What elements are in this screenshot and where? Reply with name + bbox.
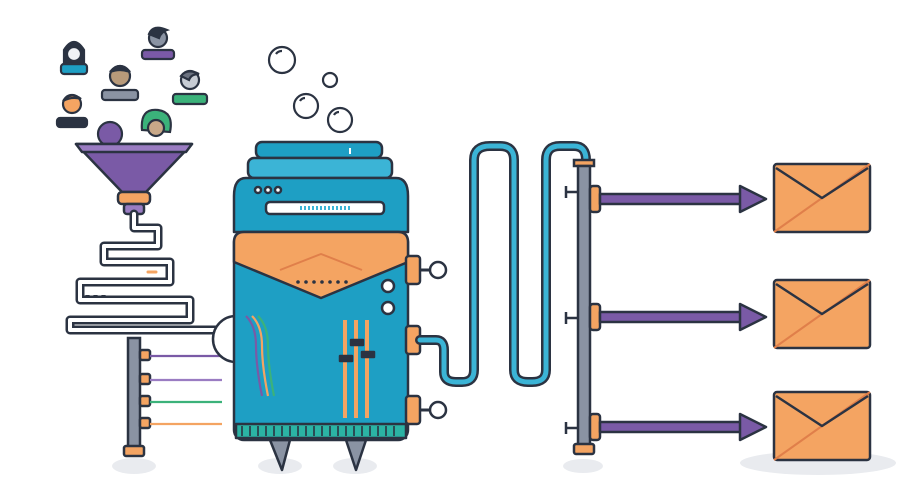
- bubble-icon: [267, 45, 297, 75]
- arrows: [588, 184, 768, 442]
- envelope-icon: [772, 278, 872, 350]
- pipe-icon: [65, 209, 227, 335]
- person-avatar-icon: [59, 40, 89, 76]
- arrow-right-icon: [588, 184, 768, 214]
- envelope-icon: [772, 390, 872, 462]
- processing-machine-icon: [232, 140, 448, 472]
- envelopes: [772, 162, 872, 462]
- people-group: [55, 26, 209, 148]
- funnel-icon: [74, 142, 194, 216]
- pipe-icon: [415, 141, 591, 387]
- bubble-icon: [292, 92, 320, 120]
- bubbles: [267, 45, 354, 134]
- person-avatar-icon: [55, 93, 89, 129]
- person-avatar-icon: [100, 64, 140, 102]
- bubble-icon: [326, 106, 354, 134]
- left-stand: [122, 336, 152, 458]
- person-avatar-icon: [140, 26, 176, 61]
- arrow-right-icon: [588, 412, 768, 442]
- person-avatar-icon: [96, 120, 124, 148]
- envelope-icon: [772, 162, 872, 234]
- distributor-pole: [564, 158, 596, 456]
- person-avatar-icon: [171, 69, 209, 106]
- wires: [150, 354, 222, 426]
- bubble-icon: [321, 71, 339, 89]
- arrow-right-icon: [588, 302, 768, 332]
- person-avatar-icon: [140, 108, 172, 138]
